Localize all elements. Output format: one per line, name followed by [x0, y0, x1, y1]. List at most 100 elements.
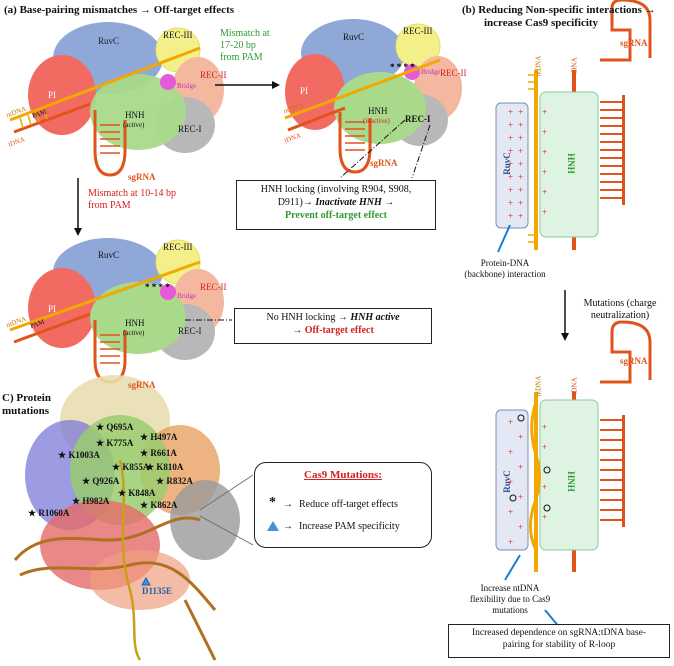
ntdna-label-b2: ntDNA: [534, 375, 543, 397]
hnh-domain: [90, 74, 186, 150]
svg-text:+: +: [542, 167, 547, 177]
ruvc-label-3: RuvC: [98, 250, 120, 260]
legend-triangle-arrow: →: [283, 521, 293, 532]
panel-b-bottom-diagram: ++++ +++++ ++++: [495, 320, 652, 629]
ruvc-label-b2: RuvC: [501, 470, 512, 493]
hnh-locking-box: HNH locking (involving R904, S908, D911)…: [236, 180, 436, 230]
panel-c-title: C) Protein mutations: [2, 392, 51, 417]
svg-text:+: +: [508, 198, 513, 208]
rec1-label-2: REC-I: [405, 114, 431, 124]
svg-text:+: +: [542, 422, 547, 432]
ruvc-label-1: RuvC: [98, 36, 120, 46]
svg-text:+: +: [542, 207, 547, 217]
hnh-label-b2: HNH: [565, 471, 576, 492]
protein-surface: [13, 375, 240, 661]
sgrna-label-2: sgRNA: [370, 158, 398, 168]
svg-text:+: +: [508, 120, 513, 130]
backbone-interaction-label: Protein-DNA (backbone) interaction: [464, 258, 546, 279]
svg-text:+: +: [508, 417, 513, 427]
mutation-k862a: ★ K862A: [140, 500, 178, 510]
connector-lock-2: [411, 124, 431, 179]
svg-text:+: +: [518, 522, 523, 532]
mutations-legend: Cas9 Mutations: * → Reduce off-target ef…: [254, 462, 432, 548]
hnh-label-2: HNH: [368, 106, 388, 116]
svg-text:* * * *: * * * *: [145, 282, 170, 292]
mutation-k848a: ★ K848A: [118, 488, 156, 498]
svg-text:+: +: [508, 107, 513, 117]
bridge-label-2: Bridge: [421, 68, 441, 76]
svg-text:+: +: [518, 211, 523, 221]
bridge-helix: [160, 74, 176, 90]
no-lock-box: No HNH locking → HNH active → Off-target…: [234, 308, 432, 344]
sgrna-label-3: sgRNA: [128, 380, 156, 390]
connector-lock-1: [339, 119, 406, 179]
svg-text:+: +: [518, 172, 523, 182]
tdna-label-b2: tDNA: [570, 377, 579, 395]
rec3-label-3: REC-III: [163, 242, 193, 252]
legend-triangle-text: Increase PAM specificity: [299, 521, 400, 532]
legend-star-icon: *: [269, 495, 276, 510]
svg-text:+: +: [518, 133, 523, 143]
rec2-label-2: REC-II: [440, 68, 467, 78]
svg-text:+: +: [508, 133, 513, 143]
svg-text:+: +: [518, 120, 523, 130]
svg-text:+: +: [542, 187, 547, 197]
locking-line-1: HNH locking (involving R904, S908,: [260, 184, 412, 195]
rec1-label-1: REC-I: [178, 124, 202, 134]
svg-text:+: +: [542, 482, 547, 492]
svg-text:+: +: [508, 477, 513, 487]
hnh-label-1: HNH: [125, 110, 145, 120]
legend-star-text: Reduce off-target effects: [299, 499, 398, 510]
svg-text:+: +: [508, 185, 513, 195]
hnh-active-label-1: (active): [123, 121, 145, 129]
mutation-d1135e: D1135E: [142, 586, 173, 596]
cas9-complex-active-2: * * * *: [9, 238, 224, 384]
mismatch-17-20-label: Mismatch at 17-20 bp from PAM: [220, 28, 270, 63]
rec3-label-2: REC-III: [403, 26, 433, 36]
hnh-block: [539, 91, 599, 238]
ruvc-label-b1: RuvC: [501, 152, 512, 175]
mutation-q926a: ★ Q926A: [82, 476, 120, 486]
svg-text:+: +: [508, 211, 513, 221]
tdna-strand: [13, 102, 91, 134]
ruvc-block: [495, 102, 529, 229]
svg-text:+: +: [508, 537, 513, 547]
legend-star-arrow: →: [283, 499, 293, 510]
svg-text:+: +: [508, 159, 513, 169]
mutation-r661a: ★ R661A: [140, 448, 177, 458]
svg-text:+: +: [518, 159, 523, 169]
locking-line-3: Prevent off-target effect: [285, 210, 387, 221]
svg-text:+: +: [542, 147, 547, 157]
mutation-k775a: ★ K775A: [96, 438, 134, 448]
svg-text:+: +: [518, 432, 523, 442]
hnh-label-b1: HNH: [565, 153, 576, 174]
mutation-h982a: ★ H982A: [72, 496, 110, 506]
mutation-h497a: ★ H497A: [140, 432, 178, 442]
svg-text:+: +: [508, 447, 513, 457]
tdna-label-b1: tDNA: [570, 57, 579, 75]
sgrna-label-b1: sgRNA: [620, 38, 648, 48]
hnh-label-3: HNH: [125, 318, 145, 328]
pi-domain: [28, 55, 96, 135]
nolock-line-2: → Off-target effect: [292, 325, 374, 336]
svg-text:+: +: [542, 512, 547, 522]
nolock-line-1: No HNH locking → HNH active: [266, 312, 400, 323]
pi-label-3: PI: [48, 304, 57, 314]
rec1-label-3: REC-I: [178, 326, 202, 336]
svg-text:+: +: [518, 107, 523, 117]
rec3-label-1: REC-III: [163, 30, 193, 40]
panel-a-title: (a) Base-pairing mismatches → Off-target…: [4, 4, 235, 16]
cas9-complex-active-1: [9, 22, 224, 177]
svg-text:+: +: [508, 172, 513, 182]
rec2-label-1: REC-II: [200, 70, 227, 80]
legend-triangle-icon: [267, 521, 279, 531]
svg-text:+: +: [518, 462, 523, 472]
svg-text:+: +: [518, 492, 523, 502]
sgrna-label-b2: sgRNA: [620, 356, 648, 366]
hnh-inactive-label: (inactive): [363, 117, 390, 125]
mismatch-10-14-label: Mismatch at 10-14 bp from PAM: [88, 188, 177, 211]
mutation-k855a: ★ K855A: [112, 462, 150, 472]
mutation-r832a: ★ R832A: [156, 476, 193, 486]
bridge-label-1: Bridge: [177, 82, 197, 90]
mutation-r1060a: ★ R1060A: [28, 508, 70, 518]
